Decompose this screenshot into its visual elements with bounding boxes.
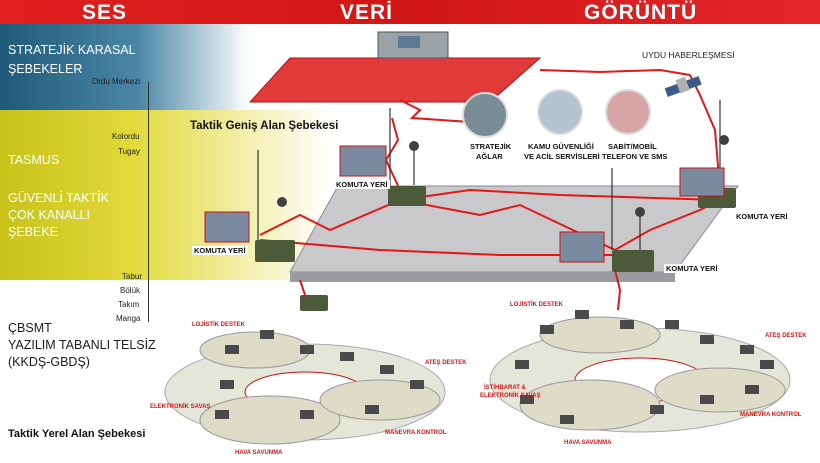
uydu-label: UYDU HABERLEŞMESİ [642, 50, 735, 60]
tactical-wide-platform-edge [290, 272, 675, 282]
banner-ses: SES [82, 1, 128, 24]
manevra-left: MANEVRA KONTROL [385, 430, 447, 436]
banner-veri: VERİ [340, 1, 394, 24]
cbsmt-label-3: (KKDŞ-GBDŞ) [8, 355, 90, 369]
antenna-dishes [277, 135, 729, 217]
takim-label: Takım [118, 300, 140, 309]
komuta-yeri-3: KOMUTA YERİ [664, 264, 720, 273]
satellite-icon [664, 76, 702, 97]
lojistik-right: LOJİSTİK DESTEK [510, 302, 564, 308]
sabit-label-1: SABİT/MOBİL [608, 142, 657, 151]
komuta-yeri-2: KOMUTA YERİ [334, 180, 390, 189]
local-area-left [164, 331, 446, 445]
stratejik-label-2: ŞEBEKELER [8, 62, 83, 76]
guvenli-label-3: ŞEBEKE [8, 225, 59, 239]
istihbarat-right-1: İSTİHBARAT & [484, 385, 526, 391]
stratejik-label-1: STRATEJİK KARASAL [8, 43, 136, 57]
kolordu-label: Kolordu [112, 132, 140, 141]
manevra-right: MANEVRA KONTROL [740, 412, 802, 418]
taktik-yerel-label: Taktik Yerel Alan Şebekesi [8, 428, 146, 440]
ates-left: ATEŞ DESTEK [425, 360, 467, 366]
lojistik-left: LOJİSTİK DESTEK [192, 322, 246, 328]
manga-label: Manga [116, 314, 141, 323]
ordu-label: Ordu Merkezi [92, 77, 141, 86]
kamu-label-1: KAMU GÜVENLİĞİ [528, 142, 594, 151]
kamu-label-2: VE ACİL SERVİSLERİ [524, 152, 600, 161]
local-area-right [489, 316, 791, 433]
guvenli-label-1: GÜVENLİ TAKTİK [8, 191, 109, 205]
tabur-label: Tabur [122, 272, 143, 281]
taktik-genis-label: Taktik Geniş Alan Şebekesi [190, 120, 339, 132]
istihbarat-right-2: ELEKTRONİK SAVAŞ [480, 393, 541, 399]
banner-goruntu: GÖRÜNTÜ [584, 1, 698, 24]
field-units [215, 310, 774, 424]
sabit-mobil-photo [605, 89, 651, 135]
stratejik-aglar-label-2: AĞLAR [476, 152, 503, 161]
komuta-yeri-1: KOMUTA YERİ [192, 246, 248, 255]
strategic-band [0, 24, 250, 110]
tugay-label: Tugay [118, 147, 140, 156]
command-vehicles [255, 186, 736, 311]
top-banner [0, 0, 820, 24]
kamu-guvenligi-photo [537, 89, 583, 135]
cbsmt-label-2: YAZILIM TABANLI TELSİZ [8, 338, 156, 352]
stratejik-aglar-label-1: STRATEJİK [470, 142, 512, 151]
hava-right: HAVA SAVUNMA [564, 440, 612, 446]
hava-left: HAVA SAVUNMA [235, 450, 283, 456]
strategic-hq-screen [398, 36, 420, 48]
ates-right: ATEŞ DESTEK [765, 333, 807, 339]
istihbarat-left: ELEKTRONİK SAVAŞ [150, 404, 211, 410]
hierarchy-line [148, 82, 149, 322]
stratejik-aglar-photo [462, 92, 508, 138]
tasmus-label: TASMUS [8, 153, 60, 167]
command-screens [204, 145, 725, 263]
guvenli-label-2: ÇOK KANALLI [8, 208, 90, 222]
boluk-label: Bölük [120, 286, 141, 295]
sabit-label-2: TELEFON VE SMS [602, 152, 668, 161]
cbsmt-label-1: ÇBSMT [8, 321, 52, 335]
komuta-yeri-4: KOMUTA YERİ [734, 212, 790, 221]
